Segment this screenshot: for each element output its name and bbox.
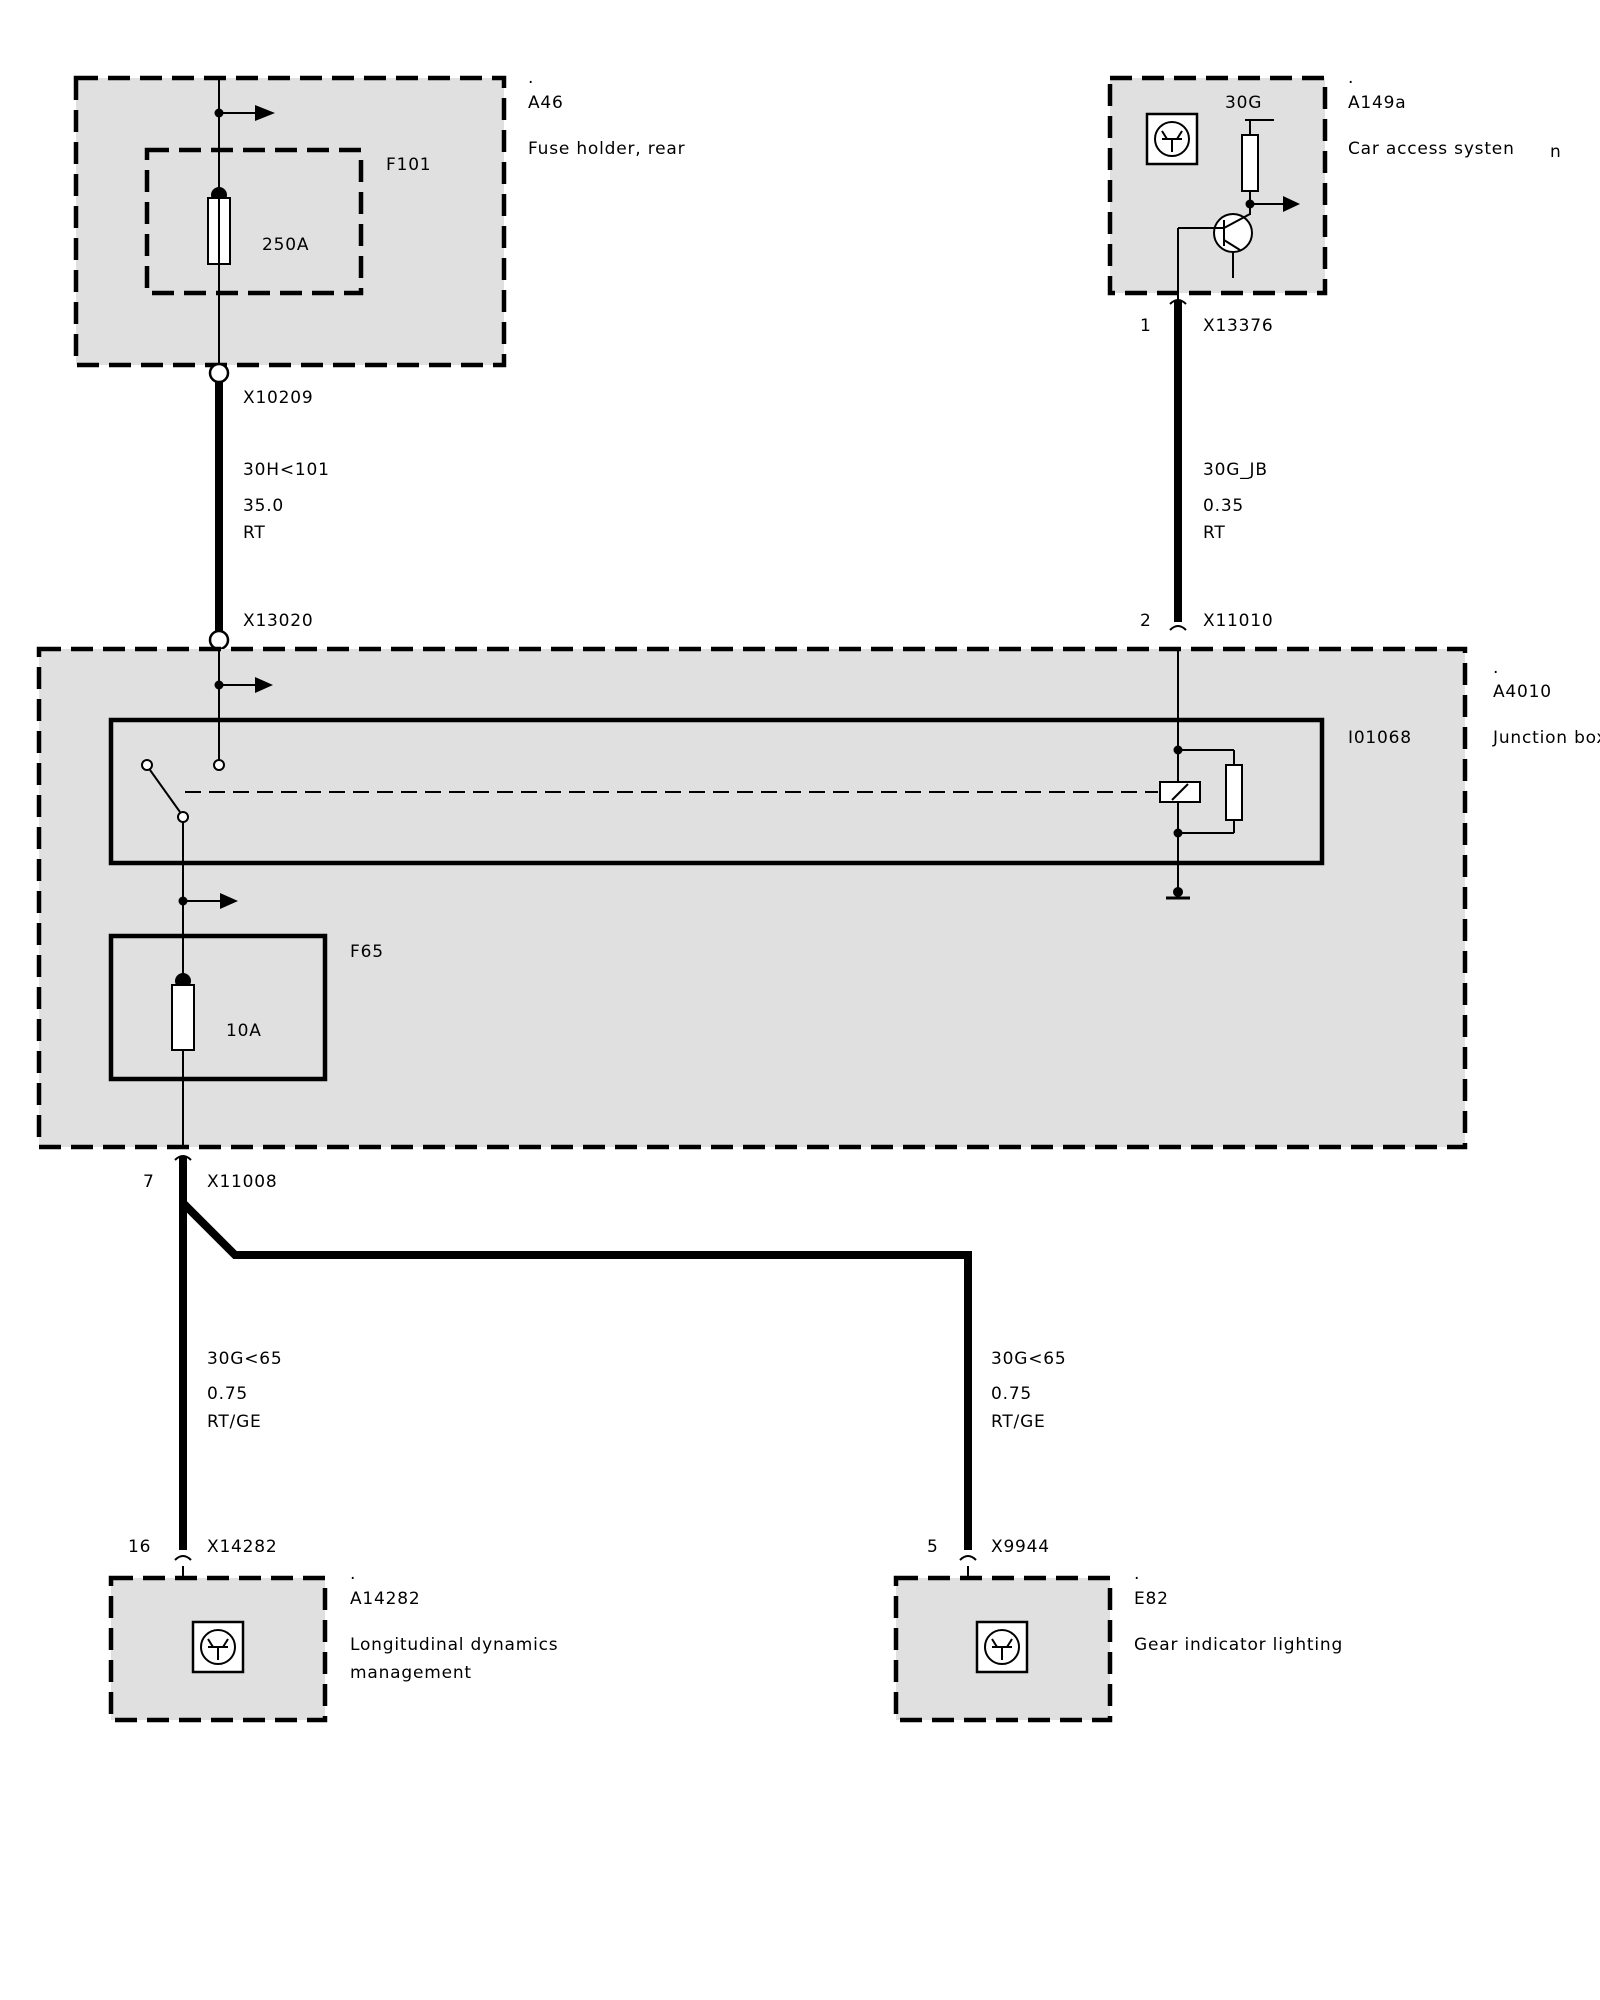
f65-id: F65 <box>350 942 384 962</box>
x10209-id: X10209 <box>243 388 314 408</box>
wire2-gauge: 0.35 <box>1203 496 1244 516</box>
junction-box-a4010 <box>36 646 1468 1150</box>
wire3-gauge: 0.75 <box>207 1384 248 1404</box>
f65-rating: 10A <box>226 1021 262 1041</box>
wire-30h101 <box>208 362 230 651</box>
x11010-pin: 2 <box>1140 611 1152 631</box>
x9944-id: X9944 <box>991 1537 1050 1557</box>
a46-dot: . <box>528 68 534 88</box>
a149a-desc-tail: n <box>1550 142 1562 162</box>
longitudinal-dynamics-a14282 <box>108 1566 328 1723</box>
i01068-id: I01068 <box>1348 728 1412 748</box>
wire4-color: RT/GE <box>991 1412 1046 1432</box>
a4010-id: A4010 <box>1493 682 1552 702</box>
a46-id: A46 <box>528 93 564 113</box>
x14282-pin: 16 <box>128 1537 151 1557</box>
x11008-id: X11008 <box>207 1172 278 1192</box>
x9944-pin: 5 <box>927 1537 939 1557</box>
a46-desc: Fuse holder, rear <box>528 139 685 159</box>
e82-dot: . <box>1134 1564 1140 1584</box>
wire1-color: RT <box>243 523 266 543</box>
a149a-id: A149a <box>1348 93 1407 113</box>
e82-id: E82 <box>1134 1589 1169 1609</box>
wire4-gauge: 0.75 <box>991 1384 1032 1404</box>
wire2-color: RT <box>1203 523 1226 543</box>
a4010-desc: Junction box <box>1492 728 1600 748</box>
a14282-dot: . <box>350 1564 356 1584</box>
wire3-color: RT/GE <box>207 1412 262 1432</box>
a4010-dot: . <box>1493 658 1499 678</box>
car-access-system-a149a <box>1107 75 1328 300</box>
wire2-signal: 30G_JB <box>1203 460 1268 480</box>
wire3-signal: 30G<65 <box>207 1349 282 1369</box>
x13376-id: X13376 <box>1203 316 1274 336</box>
a149a-desc: Car access systen <box>1348 139 1515 159</box>
x13376-pin: 1 <box>1140 316 1152 336</box>
wire1-gauge: 35.0 <box>243 496 284 516</box>
a14282-desc-line1: Longitudinal dynamics <box>350 1635 558 1655</box>
a149a-dot: . <box>1348 68 1354 88</box>
wire-30g-jb <box>1169 299 1187 631</box>
a149a-terminal: 30G <box>1225 93 1262 113</box>
x11010-id: X11010 <box>1203 611 1274 631</box>
f101-rating: 250A <box>262 235 309 255</box>
a14282-desc-line2: management <box>350 1663 472 1683</box>
x11008-pin: 7 <box>143 1172 155 1192</box>
fuse-holder-a46 <box>73 75 507 368</box>
x13020-id: X13020 <box>243 611 314 631</box>
gear-indicator-lighting-e82 <box>893 1566 1113 1723</box>
wire4-signal: 30G<65 <box>991 1349 1066 1369</box>
wire1-signal: 30H<101 <box>243 460 330 480</box>
e82-desc: Gear indicator lighting <box>1134 1635 1343 1655</box>
a14282-id: A14282 <box>350 1589 421 1609</box>
x14282-id: X14282 <box>207 1537 278 1557</box>
f101-id: F101 <box>386 155 431 175</box>
wire-30g65-branch <box>174 1155 977 1561</box>
